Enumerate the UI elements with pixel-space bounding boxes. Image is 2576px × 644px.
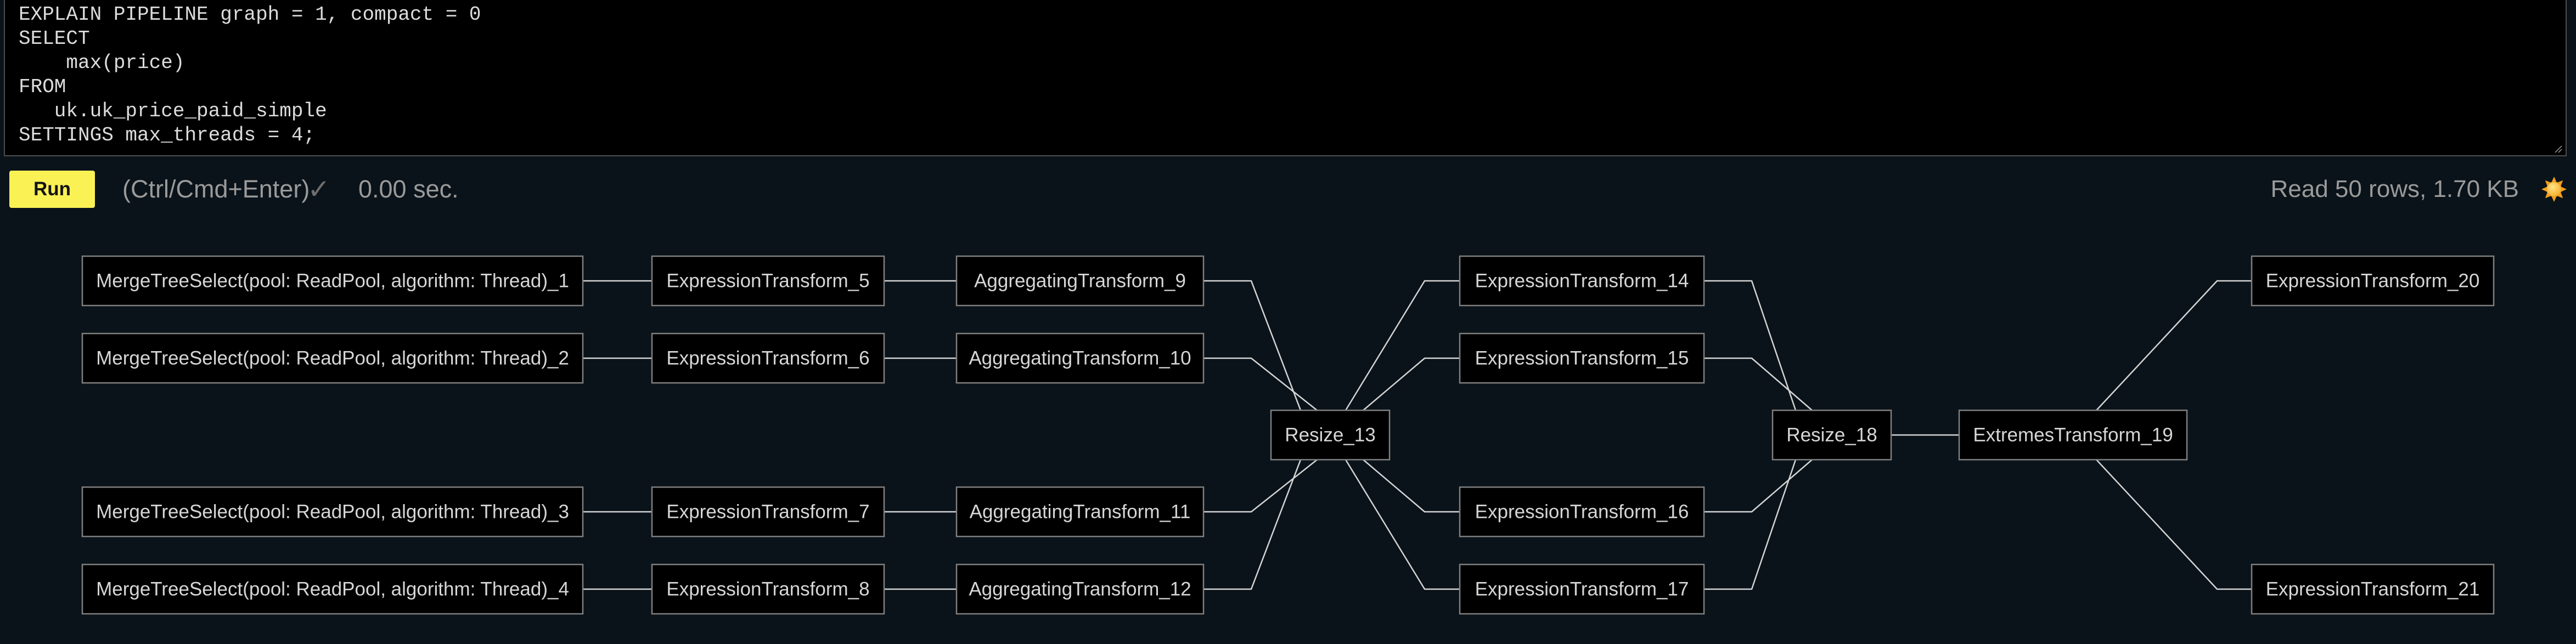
graph-node-14: ExpressionTransform_14 xyxy=(1459,255,1705,307)
graph-edge-13-16 xyxy=(1363,459,1460,513)
graph-edge-9-13 xyxy=(1203,280,1302,411)
graph-edge-12-13 xyxy=(1203,459,1302,590)
graph-node-label: AggregatingTransform_12 xyxy=(969,579,1191,600)
graph-node-3: MergeTreeSelect(pool: ReadPool, algorith… xyxy=(81,486,584,538)
graph-node-label: AggregatingTransform_9 xyxy=(974,270,1186,292)
graph-node-21: ExpressionTransform_21 xyxy=(2251,563,2495,615)
graph-node-box xyxy=(1459,486,1705,538)
graph-edge-15-18 xyxy=(1704,357,1813,411)
graph-node-12: AggregatingTransform_12 xyxy=(955,563,1205,615)
graph-node-label: ExpressionTransform_16 xyxy=(1475,501,1689,523)
graph-node-box xyxy=(1771,409,1892,461)
graph-node-label: Resize_13 xyxy=(1285,425,1375,446)
graph-edge-13-15 xyxy=(1363,357,1460,411)
graph-edge-14-18 xyxy=(1704,280,1797,411)
graph-node-box xyxy=(2251,255,2495,307)
graph-node-19: ExtremesTransform_19 xyxy=(1958,409,2188,461)
graph-node-label: AggregatingTransform_10 xyxy=(969,348,1191,369)
graph-node-label: ExpressionTransform_14 xyxy=(1475,270,1689,292)
run-button[interactable]: Run xyxy=(9,171,95,208)
graph-edge-13-17 xyxy=(1345,459,1460,590)
graph-node-box xyxy=(1459,332,1705,384)
graph-node-box xyxy=(2251,563,2495,615)
graph-node-box xyxy=(955,255,1205,307)
graph-edge-16-18 xyxy=(1704,459,1813,513)
resize-grip-icon[interactable] xyxy=(2553,145,2563,154)
graph-node-label: ExpressionTransform_20 xyxy=(2266,270,2480,292)
graph-node-label: ExtremesTransform_19 xyxy=(1973,425,2173,446)
graph-edge-17-18 xyxy=(1704,459,1797,590)
sql-editor[interactable]: EXPLAIN PIPELINE graph = 1, compact = 0 … xyxy=(4,0,2567,156)
graph-node-label: AggregatingTransform_11 xyxy=(970,501,1191,523)
success-check-icon: ✓ xyxy=(307,174,330,205)
graph-node-box xyxy=(81,255,584,307)
graph-node-18: Resize_18 xyxy=(1771,409,1892,461)
graph-node-label: ExpressionTransform_8 xyxy=(666,579,869,600)
graph-edge-19-21 xyxy=(2096,459,2252,590)
sun-icon[interactable] xyxy=(2540,176,2568,203)
graph-edge-10-13 xyxy=(1203,357,1318,411)
graph-node-label: ExpressionTransform_7 xyxy=(666,501,869,523)
graph-node-11: AggregatingTransform_11 xyxy=(955,486,1205,538)
graph-node-box xyxy=(81,563,584,615)
graph-node-box xyxy=(955,332,1205,384)
graph-node-8: ExpressionTransform_8 xyxy=(651,563,885,615)
graph-node-label: ExpressionTransform_21 xyxy=(2266,579,2480,600)
graph-node-label: ExpressionTransform_5 xyxy=(666,270,869,292)
graph-node-box xyxy=(651,332,885,384)
graph-node-15: ExpressionTransform_15 xyxy=(1459,332,1705,384)
graph-node-box xyxy=(1459,255,1705,307)
graph-node-box xyxy=(651,563,885,615)
graph-node-box xyxy=(651,486,885,538)
graph-node-1: MergeTreeSelect(pool: ReadPool, algorith… xyxy=(81,255,584,307)
graph-node-16: ExpressionTransform_16 xyxy=(1459,486,1705,538)
graph-node-20: ExpressionTransform_20 xyxy=(2251,255,2495,307)
graph-node-label: ExpressionTransform_17 xyxy=(1475,579,1689,600)
graph-node-box xyxy=(81,486,584,538)
graph-node-label: MergeTreeSelect(pool: ReadPool, algorith… xyxy=(96,501,569,523)
graph-node-label: Resize_18 xyxy=(1786,425,1877,446)
read-stats: Read 50 rows, 1.70 KB xyxy=(2270,176,2519,202)
graph-node-9: AggregatingTransform_9 xyxy=(955,255,1205,307)
graph-node-box xyxy=(1958,409,2188,461)
graph-node-10: AggregatingTransform_10 xyxy=(955,332,1205,384)
graph-node-box xyxy=(81,332,584,384)
graph-node-box xyxy=(1459,563,1705,615)
graph-node-13: Resize_13 xyxy=(1270,409,1391,461)
graph-node-label: MergeTreeSelect(pool: ReadPool, algorith… xyxy=(96,270,569,292)
graph-edge-13-14 xyxy=(1345,280,1460,411)
graph-node-label: MergeTreeSelect(pool: ReadPool, algorith… xyxy=(96,348,569,369)
graph-node-5: ExpressionTransform_5 xyxy=(651,255,885,307)
graph-node-17: ExpressionTransform_17 xyxy=(1459,563,1705,615)
graph-node-label: MergeTreeSelect(pool: ReadPool, algorith… xyxy=(96,579,569,600)
elapsed-time: 0.00 sec. xyxy=(358,175,459,203)
graph-node-label: ExpressionTransform_6 xyxy=(666,348,869,369)
shortcut-hint: (Ctrl/Cmd+Enter) xyxy=(122,175,310,203)
sql-query-text[interactable]: EXPLAIN PIPELINE graph = 1, compact = 0 … xyxy=(19,3,481,146)
graph-edge-19-20 xyxy=(2096,280,2252,411)
graph-node-6: ExpressionTransform_6 xyxy=(651,332,885,384)
graph-edge-11-13 xyxy=(1203,459,1318,513)
graph-node-box xyxy=(955,563,1205,615)
graph-node-7: ExpressionTransform_7 xyxy=(651,486,885,538)
graph-node-box xyxy=(651,255,885,307)
graph-node-2: MergeTreeSelect(pool: ReadPool, algorith… xyxy=(81,332,584,384)
graph-node-label: ExpressionTransform_15 xyxy=(1475,348,1689,369)
graph-node-box xyxy=(955,486,1205,538)
graph-node-4: MergeTreeSelect(pool: ReadPool, algorith… xyxy=(81,563,584,615)
graph-node-box xyxy=(1270,409,1391,461)
